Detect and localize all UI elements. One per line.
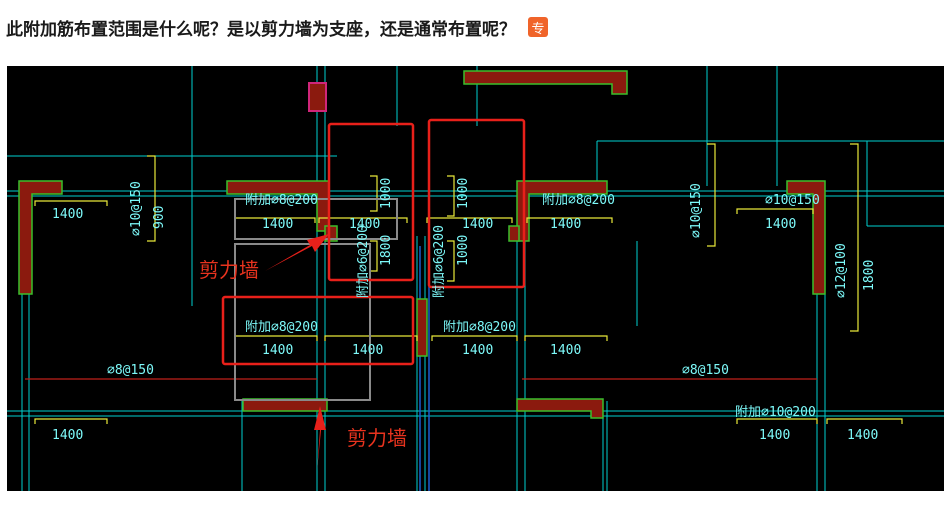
wall-outlines: [7, 66, 944, 491]
rebar-label: 附加⌀8@200: [443, 320, 516, 335]
dim-label: 1400: [52, 428, 83, 443]
dim-label-vertical: 1000: [456, 178, 471, 209]
shear-wall-label-2: 剪力墙: [347, 426, 407, 450]
rebar-label: ⌀8@150: [682, 363, 729, 378]
dim-label: 1400: [262, 343, 293, 358]
dim-label: 1400: [765, 217, 796, 232]
shear-wall-label-1: 剪力墙: [199, 258, 259, 282]
expert-badge-icon[interactable]: 专: [528, 17, 548, 37]
rebar-label-vertical: ⌀10@150: [129, 181, 144, 236]
rebar-label: ⌀10@150: [765, 193, 820, 208]
post-title: 此附加筋布置范围是什么呢？是以剪力墙为支座，还是通常布置呢？: [6, 19, 516, 40]
rebar-label: 附加⌀8@200: [245, 193, 318, 208]
shear-walls: [18, 70, 826, 419]
rebar-label: 附加⌀10@200: [735, 405, 816, 420]
red-highlight-boxes: [221, 118, 526, 366]
arrow-to-wall-2: [314, 406, 326, 471]
rebar-label-vertical: ⌀12@100: [834, 243, 849, 298]
dim-label: 1400: [759, 428, 790, 443]
dim-label: 1400: [352, 343, 383, 358]
dimension-labels: 1400 1400 1400 1400 1400 1400 1400 1400 …: [52, 178, 878, 443]
dim-label: 1400: [262, 217, 293, 232]
dim-label: 1400: [52, 207, 83, 222]
rebar-label: ⌀8@150: [107, 363, 154, 378]
rebar-label-vertical: 附加⌀6@200: [432, 225, 447, 298]
rebar-label: 附加⌀8@200: [245, 320, 318, 335]
magenta-column: [308, 82, 327, 112]
dim-label-vertical: 1000: [379, 178, 394, 209]
dim-label-vertical: 900: [152, 206, 167, 229]
rebar-label-vertical: 附加⌀6@200: [356, 225, 371, 298]
rebar-label: 附加⌀8@200: [542, 193, 615, 208]
dim-label: 1400: [847, 428, 878, 443]
post-header: 此附加筋布置范围是什么呢？是以剪力墙为支座，还是通常布置呢？ 专: [6, 14, 548, 40]
dim-label: 1400: [550, 217, 581, 232]
dim-label-vertical: 1800: [379, 235, 394, 266]
annotation-arrows: [265, 234, 329, 471]
dim-label: 1400: [462, 343, 493, 358]
dim-label: 1400: [462, 217, 493, 232]
arrow-to-wall-1: [265, 234, 329, 271]
dim-label-vertical: 1800: [862, 260, 877, 291]
cad-canvas: 剪力墙 剪力墙 1400 1400 1400 1400 1400 1400 14…: [7, 66, 944, 491]
cad-drawing-image: 剪力墙 剪力墙 1400 1400 1400 1400 1400 1400 14…: [7, 66, 944, 491]
rebar-label-vertical: ⌀10@150: [689, 183, 704, 238]
dim-label: 1400: [550, 343, 581, 358]
dim-label: 1400: [349, 217, 380, 232]
dim-label-vertical: 1000: [456, 235, 471, 266]
